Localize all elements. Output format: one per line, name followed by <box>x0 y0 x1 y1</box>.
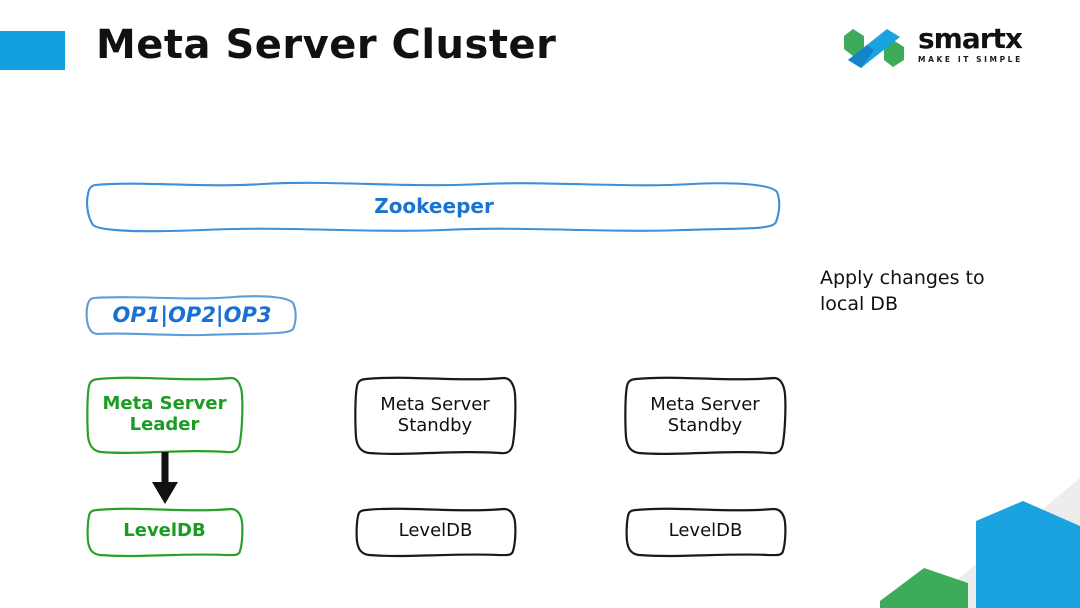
operations-box-outline <box>85 295 297 337</box>
leveldb-leader-box: LevelDB <box>85 505 244 558</box>
smartx-wordmark: smartx <box>918 22 1023 55</box>
operations-label: OP1|OP2|OP3 <box>112 302 272 327</box>
apply-changes-annotation: Apply changes to local DB <box>820 267 985 315</box>
meta-server-standby-2-label: Meta Server Standby <box>650 393 760 436</box>
corner-chevron-decoration <box>880 478 1080 608</box>
leveldb-standby-2-box: LevelDB <box>624 505 787 558</box>
leveldb-standby-2-label: LevelDB <box>668 520 743 542</box>
leveldb-standby-2-outline <box>625 507 787 558</box>
leveldb-leader-label: LevelDB <box>123 520 206 542</box>
leveldb-standby-1-box: LevelDB <box>354 505 517 558</box>
leveldb-leader-outline <box>86 507 244 558</box>
meta-server-standby-1-label: Meta Server Standby <box>380 393 490 436</box>
meta-server-leader-label: Meta Server Leader <box>102 393 227 435</box>
meta-server-leader-box: Meta Server Leader <box>85 374 244 456</box>
leveldb-standby-1-label: LevelDB <box>398 520 473 542</box>
zookeeper-label: Zookeeper <box>374 193 494 218</box>
smartx-logo-text: smartx MAKE IT SIMPLE <box>918 24 1048 65</box>
meta-server-standby-1-outline <box>354 376 517 455</box>
operations-box: OP1|OP2|OP3 <box>84 294 300 337</box>
leveldb-standby-1-outline <box>355 507 517 558</box>
smartx-tagline: MAKE IT SIMPLE <box>918 55 1023 64</box>
page-title: Meta Server Cluster <box>96 22 557 68</box>
meta-server-standby-2-box: Meta Server Standby <box>622 374 788 457</box>
apply-changes-arrow-icon <box>152 452 178 504</box>
zookeeper-box: Zookeeper <box>83 180 785 233</box>
zookeeper-box-outline <box>86 181 781 233</box>
smartx-logo: smartx MAKE IT SIMPLE <box>840 24 1045 72</box>
meta-server-standby-2-outline <box>624 376 787 455</box>
title-accent-bar <box>0 31 65 70</box>
smartx-logo-mark-icon <box>844 29 904 68</box>
meta-server-leader-outline <box>86 376 244 454</box>
meta-server-standby-1-box: Meta Server Standby <box>352 374 518 457</box>
